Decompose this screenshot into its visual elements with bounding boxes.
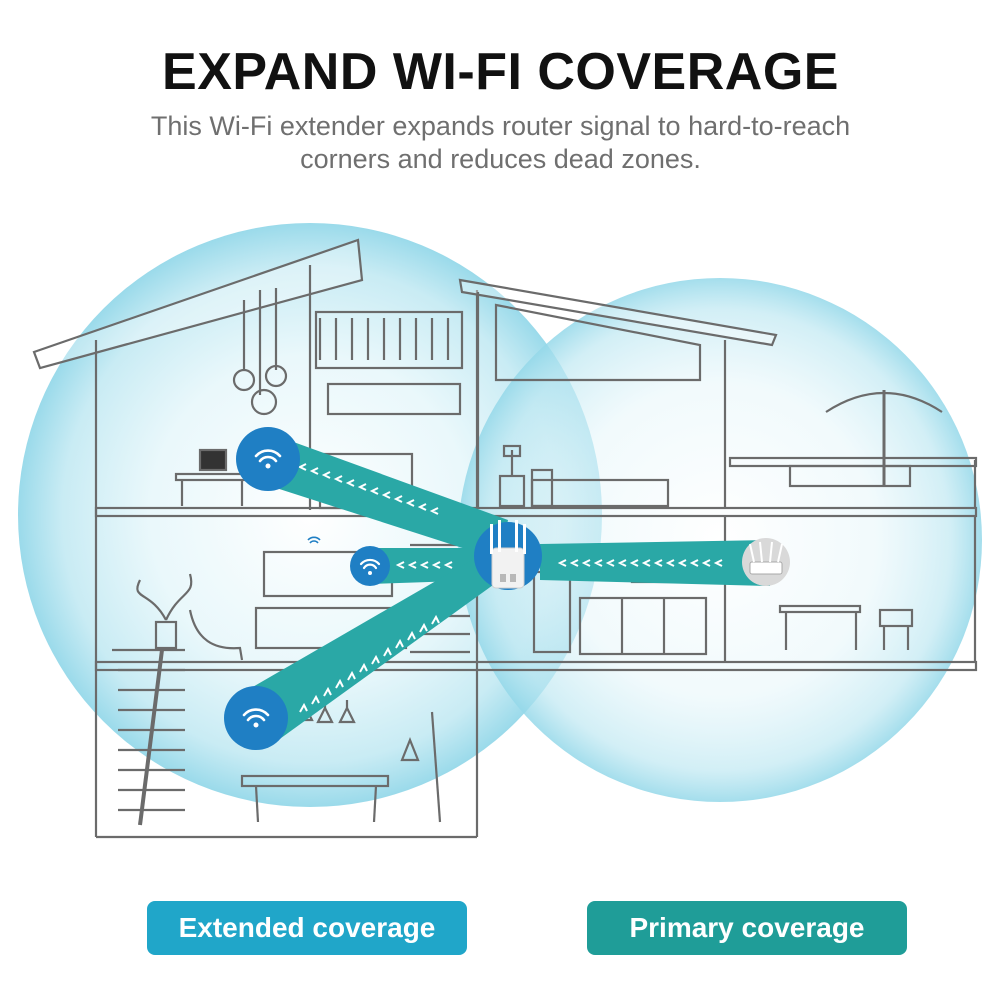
wifi-icon <box>359 558 381 570</box>
extended-coverage-label: Extended coverage <box>147 901 467 955</box>
subtitle: This Wi-Fi extender expands router signa… <box>100 110 901 176</box>
beam-arrows <box>297 463 723 713</box>
wifi-badge-middle <box>350 546 390 586</box>
wifi-badge-lower <box>224 686 288 750</box>
house-outline <box>32 238 978 839</box>
beam-lower-left <box>244 552 500 746</box>
primary-coverage-label: Primary coverage <box>587 901 907 955</box>
extender-icon <box>474 520 542 590</box>
headline: EXPAND WI-FI COVERAGE <box>162 43 839 101</box>
subtitle-line-1: This Wi-Fi extender expands router signa… <box>150 111 851 141</box>
wifi-badge-upper <box>236 427 300 491</box>
wifi-small-icon <box>307 536 321 544</box>
wifi-icon <box>254 449 282 463</box>
wifi-icon <box>242 708 270 722</box>
router-icon <box>742 538 790 586</box>
subtitle-line-2: corners and reduces dead zones. <box>300 144 701 174</box>
